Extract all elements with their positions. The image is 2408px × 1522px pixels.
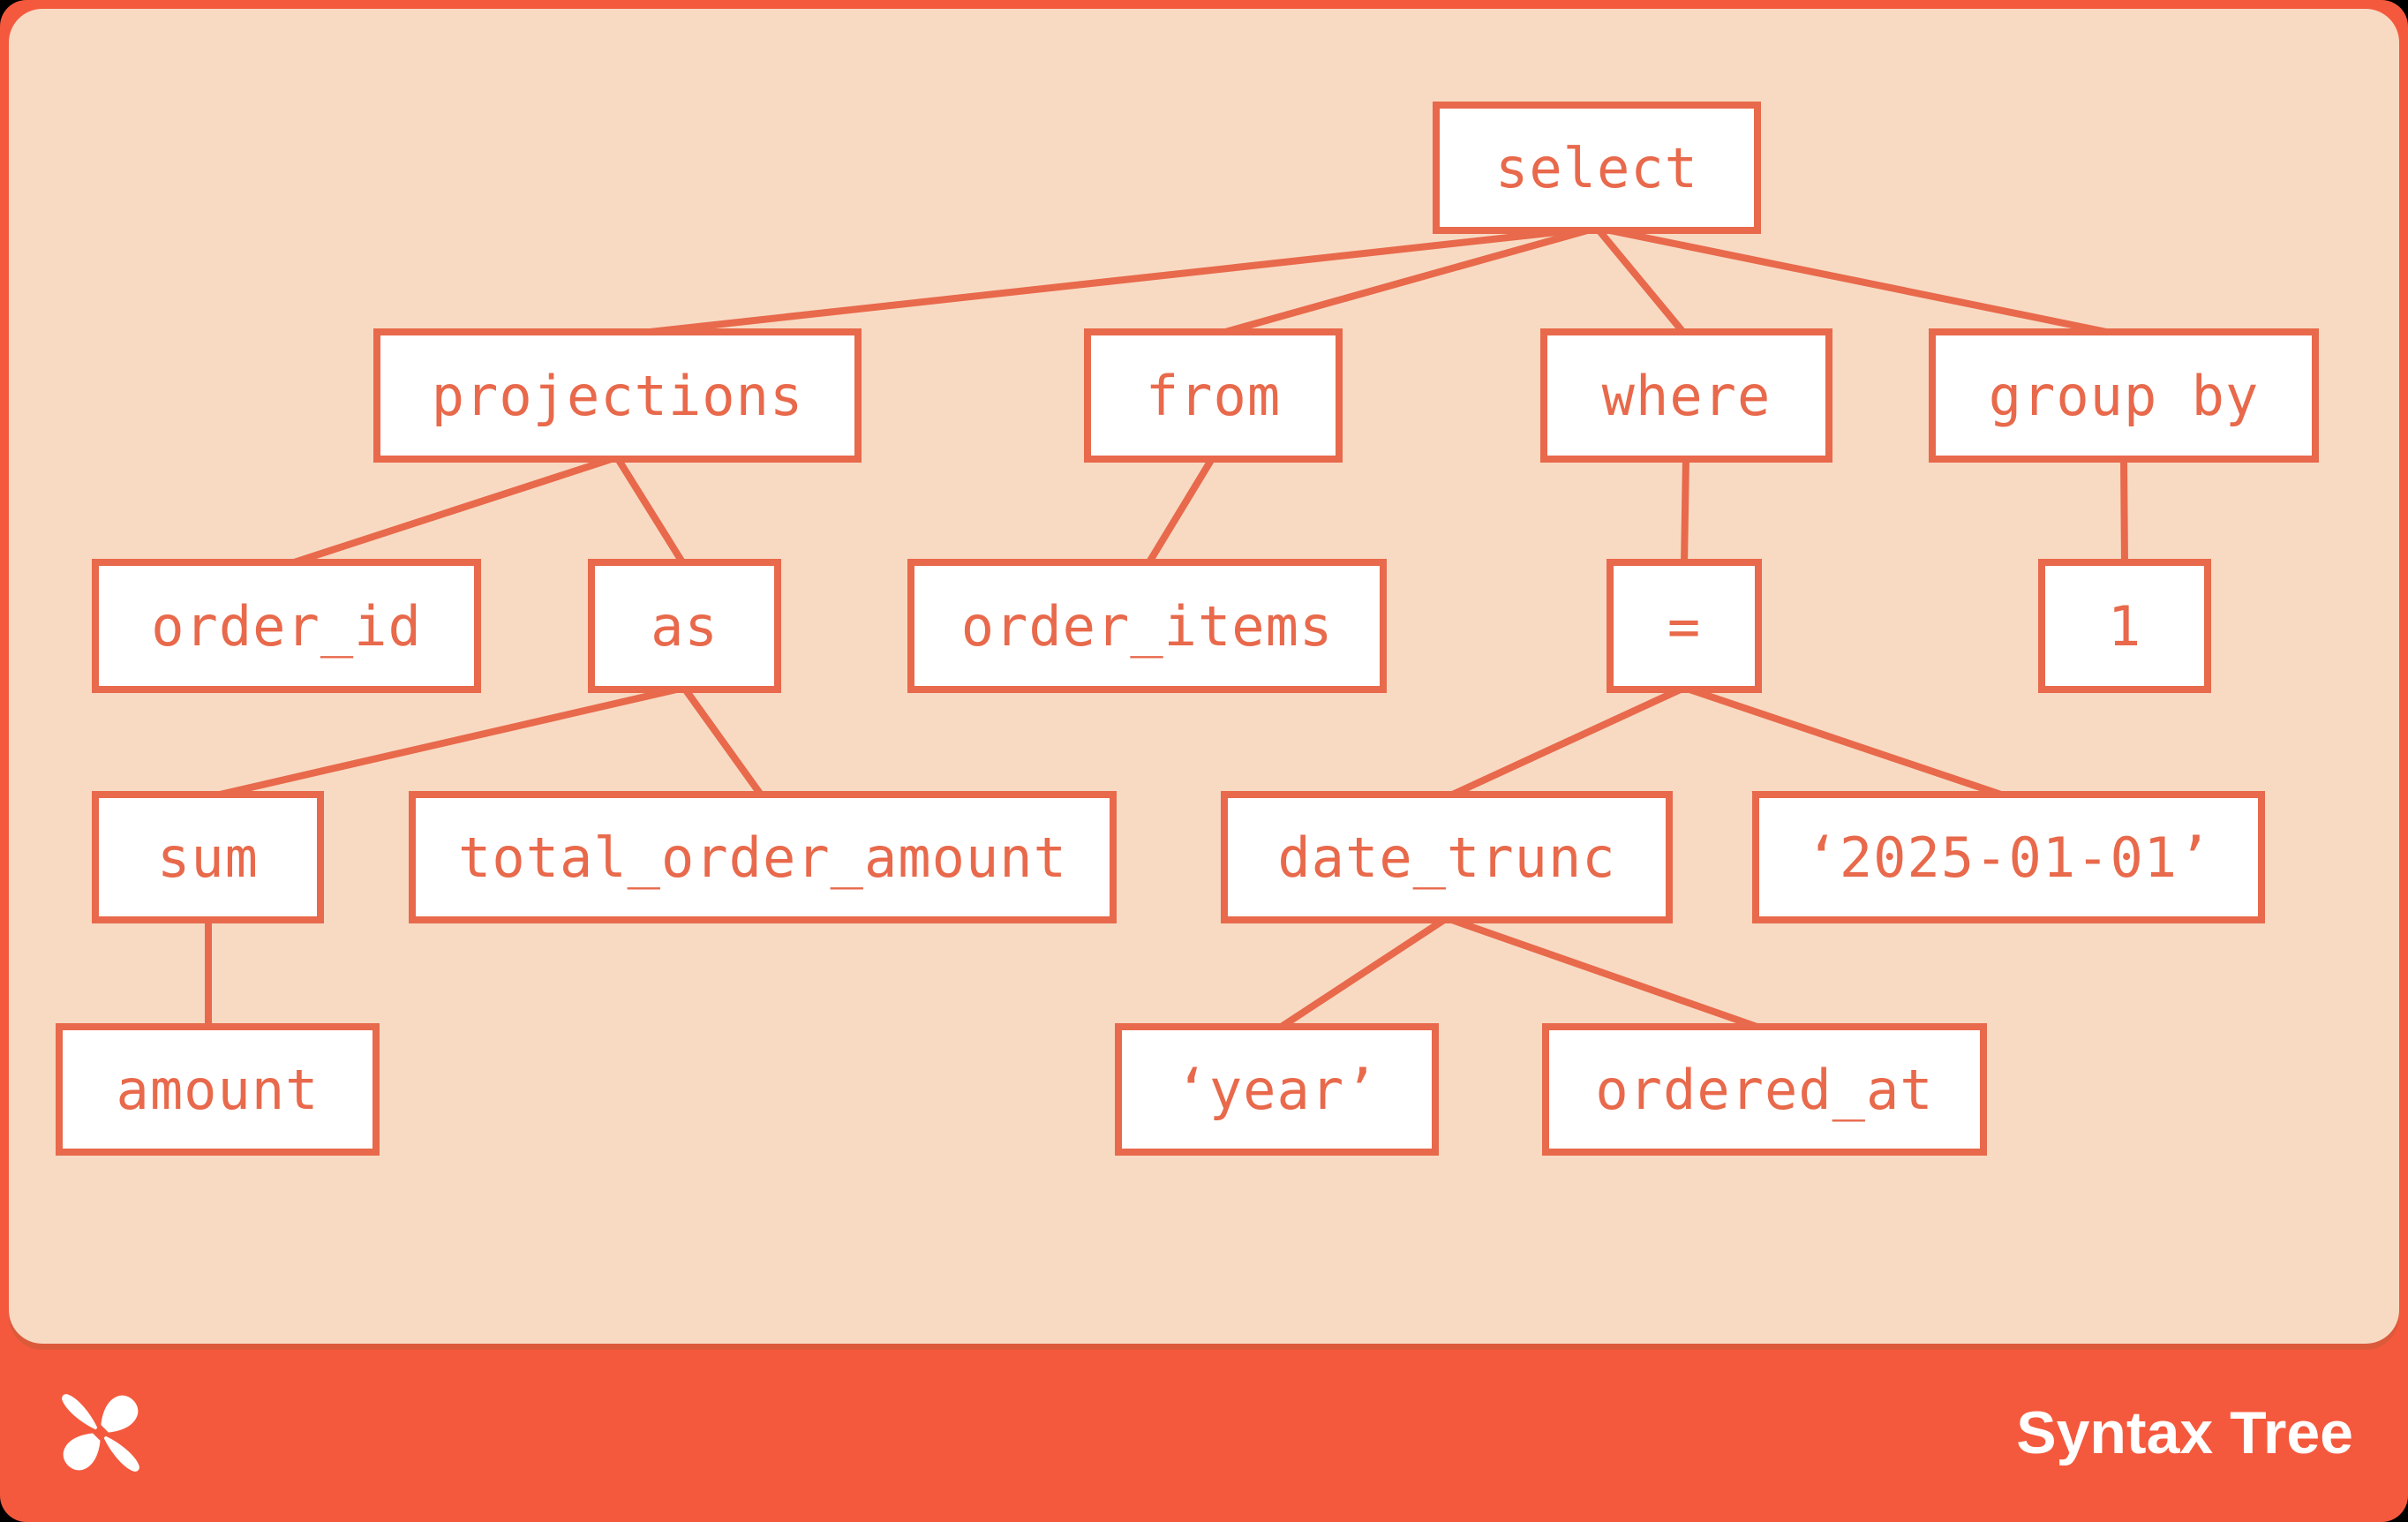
tree-node-from: from	[1084, 328, 1343, 463]
tree-node-order-id: order_id	[92, 559, 481, 693]
tree-node-where: where	[1540, 328, 1832, 463]
tree-node-equals: =	[1607, 559, 1762, 693]
dbt-logo-icon	[62, 1394, 139, 1472]
tree-node-projections: projections	[373, 328, 862, 463]
tree-node-as: as	[588, 559, 781, 693]
tree-node-sum: sum	[92, 791, 324, 923]
tree-node-date-trunc: date_trunc	[1221, 791, 1673, 923]
tree-node-total-order-amount: total_order_amount	[409, 791, 1117, 923]
tree-node-date-literal: ‘2025-01-01’	[1752, 791, 2265, 923]
tree-node-year-literal: ‘year’	[1115, 1023, 1439, 1156]
footer-title: Syntax Tree	[2016, 1399, 2353, 1466]
tree-node-amount: amount	[56, 1023, 380, 1156]
tree-node-select: select	[1433, 102, 1761, 234]
footer-bar: Syntax Tree	[0, 1344, 2408, 1522]
tree-node-ordered-at: ordered_at	[1542, 1023, 1987, 1156]
tree-node-group-by: group by	[1929, 328, 2319, 463]
tree-node-one: 1	[2038, 559, 2211, 693]
tree-node-order-items: order_items	[907, 559, 1387, 693]
